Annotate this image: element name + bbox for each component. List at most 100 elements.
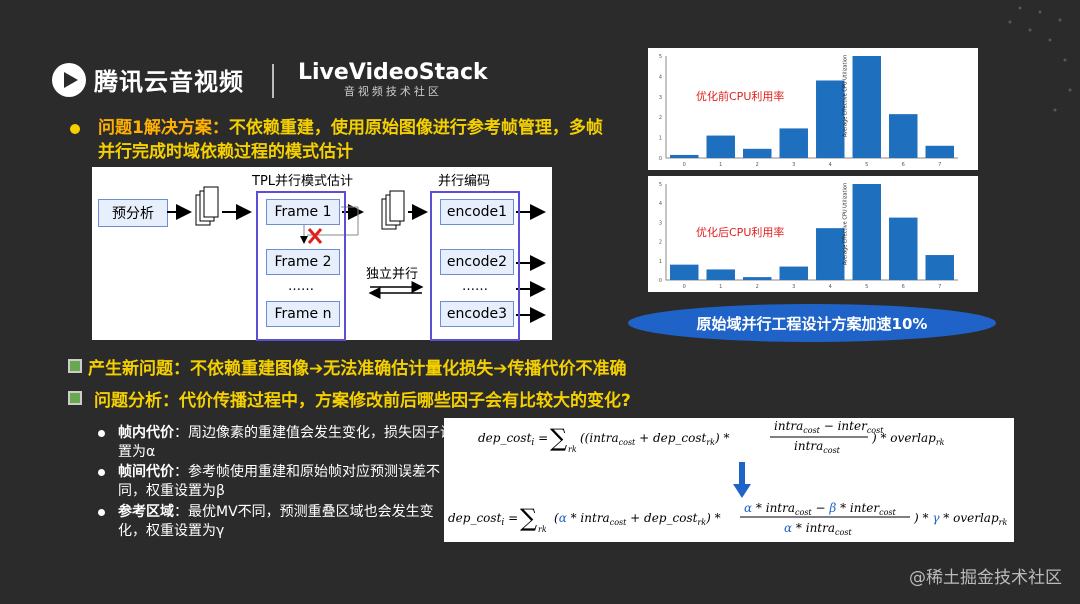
y-axis-label: Average Effective CPU Utilization	[843, 183, 849, 265]
x-tick-label: 6	[902, 162, 905, 168]
y-tick-label: 4	[659, 74, 662, 80]
x-tick-label: 3	[792, 162, 795, 168]
sub-item-intra: 帧内代价：周边像素的重建值会发生变化，损失因子设置为α	[118, 424, 458, 462]
brand-left: 腾讯云音视频	[94, 68, 244, 96]
x-tick-label: 1	[719, 284, 722, 290]
y-tick-label: 3	[659, 95, 662, 101]
sub-bullet-icon	[98, 509, 105, 516]
bar	[779, 266, 808, 280]
sub-key: 帧间代价	[118, 464, 174, 480]
x-tick-label: 0	[683, 284, 686, 290]
brand-right-sub: 音视频技术社区	[343, 85, 442, 98]
f2-body: (α * intracost + dep_costrk) *	[554, 511, 721, 527]
f2-left: dep_costi =	[448, 511, 518, 528]
bar	[925, 255, 954, 280]
f1-body: ((intracost + dep_costrk) *	[580, 431, 730, 447]
y-axis-label: Average Effective CPU Utilization	[843, 55, 849, 137]
diagram-arrows	[167, 186, 546, 323]
y-tick-label: 1	[659, 136, 662, 142]
f2-den: α * intracost	[784, 521, 852, 537]
bar	[889, 114, 918, 158]
point3-key: 问题分析：	[94, 391, 179, 411]
frame-1: Frame 1	[266, 199, 340, 225]
point2: 产生新问题：不依赖重建图像➔无法准确估计量化损失➔传播代价不准确	[88, 354, 627, 379]
f2-num: α * intracost − β * intercost	[744, 501, 897, 517]
sub-text: ：周边像素的重建值会发生变化，损失因子设置为α	[118, 425, 454, 460]
y-tick-label: 0	[659, 156, 662, 162]
sub-bullet-icon	[98, 430, 105, 437]
sub-text: ：最优MV不同，预测重叠区域也会发生变化，权重设置为γ	[118, 504, 434, 539]
encode-2: encode2	[440, 249, 514, 275]
bar	[779, 128, 808, 158]
y-tick-label: 0	[659, 278, 662, 284]
sub-text: ：参考帧使用重建和原始帧对应预测误差不同，权重设置为β	[118, 464, 440, 499]
formula-panel: dep_costi = ∑ rk ((intracost + dep_costr…	[444, 418, 1014, 542]
sum-sub: rk	[538, 525, 547, 534]
x-tick-label: 1	[719, 162, 722, 168]
tpl-frame-group	[256, 191, 346, 341]
f2-tail: ) * γ * overlaprk	[913, 511, 1007, 527]
point3-text: 代价传播过程中，方案修改前后哪些因子会有比较大的变化?	[179, 391, 631, 411]
y-tick-label: 3	[659, 220, 662, 226]
x-tick-label: 3	[792, 284, 795, 290]
y-tick-label: 1	[659, 259, 662, 265]
square-bullet-icon	[68, 359, 82, 373]
x-tick-label: 4	[829, 284, 832, 290]
tencent-cloud-logo: 腾讯云音视频	[52, 62, 244, 97]
watermark: @稀土掘金技术社区	[909, 568, 1062, 588]
frame-ellipsis: ……	[288, 279, 314, 294]
bar	[706, 135, 735, 158]
sub-key: 参考区域	[118, 504, 174, 520]
bar	[925, 145, 954, 158]
x-tick-label: 2	[756, 284, 759, 290]
point1-key: 问题1解决方案：	[98, 118, 229, 138]
y-tick-label: 4	[659, 201, 662, 207]
encode-ellipsis: ……	[462, 279, 488, 294]
f1-num: intracost − intercost	[774, 419, 884, 435]
x-tick-label: 2	[756, 162, 759, 168]
sub-bullet-icon	[98, 469, 105, 476]
tpl-diagram: 预分析 TPL并行模式估计 并行编码 Frame 1 Frame 2 …… Fr…	[92, 167, 552, 341]
sum-icon: ∑	[520, 504, 537, 532]
f1-left: dep_costi =	[478, 431, 548, 448]
chart-after-label: 优化后CPU利用率	[696, 226, 785, 239]
chart-before-label: 优化前CPU利用率	[696, 90, 785, 103]
brand-right-title: LiveVideoStack	[298, 60, 488, 85]
y-tick-label: 5	[659, 54, 662, 60]
x-tick-label: 6	[902, 284, 905, 290]
bar	[743, 277, 772, 280]
bar	[852, 184, 881, 280]
play-logo-icon	[52, 62, 86, 97]
sub-key: 帧内代价	[118, 425, 174, 441]
encode-group	[430, 191, 520, 341]
sum-icon: ∑	[550, 424, 567, 452]
f1-den: intracost	[794, 439, 841, 455]
summary-pill: 原始域并行工程设计方案加速10%	[628, 304, 996, 342]
tpl-title: TPL并行模式估计	[252, 174, 354, 189]
header-divider	[272, 64, 274, 98]
independent-label: 独立并行	[366, 267, 419, 282]
bar	[670, 154, 699, 158]
x-tick-label: 7	[938, 284, 941, 290]
bar	[889, 217, 918, 280]
x-tick-label: 5	[865, 284, 868, 290]
bar	[706, 269, 735, 280]
x-tick-label: 7	[938, 162, 941, 168]
frame-2: Frame 2	[266, 249, 340, 275]
point2-key: 产生新问题：	[88, 359, 190, 379]
bar	[670, 264, 699, 280]
sub-item-ref: 参考区域：最优MV不同，预测重叠区域也会发生变化，权重设置为γ	[118, 503, 458, 541]
bullet-icon	[70, 124, 80, 134]
x-tick-label: 4	[829, 162, 832, 168]
point1-text: 不依赖重建，使用原始图像进行参考帧管理，多帧并行完成时域依赖过程的模式估计	[98, 118, 603, 162]
encode-3: encode3	[440, 301, 514, 327]
frame-n: Frame n	[266, 301, 340, 327]
y-tick-label: 2	[659, 240, 662, 246]
encode-1: encode1	[440, 199, 514, 225]
bar	[852, 56, 881, 158]
formula-svg: dep_costi = ∑ rk ((intracost + dep_costr…	[448, 419, 1007, 537]
